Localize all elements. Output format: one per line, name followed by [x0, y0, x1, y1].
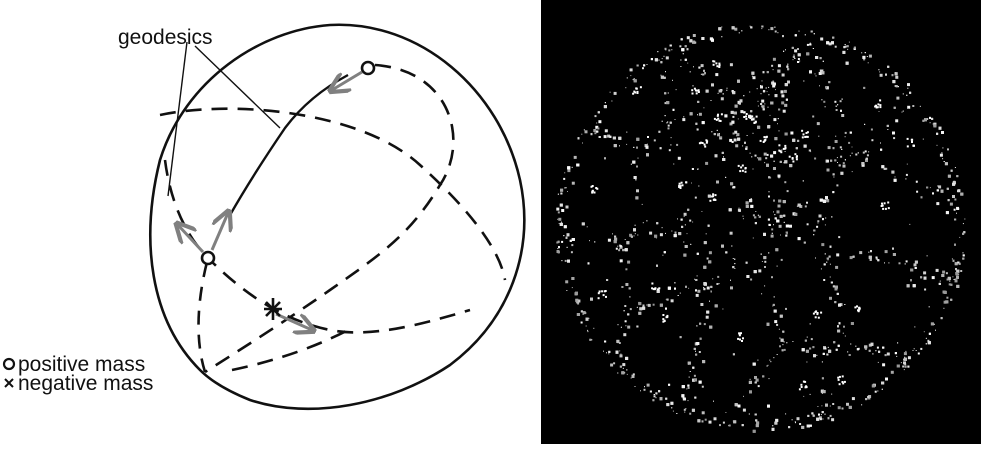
legend-negative-mass-icon [5, 379, 13, 387]
dashed-great-circle-lower [165, 160, 470, 332]
arrow-left-up-right [212, 213, 228, 250]
legend-positive-mass-icon [4, 359, 14, 369]
arrow-left-up-left [178, 225, 203, 252]
callout-line-1 [168, 42, 187, 196]
sphere-diagram: geodesics positive mass [0, 0, 541, 444]
positive-mass-marker-top [362, 62, 374, 74]
positive-mass-marker-left [202, 252, 214, 264]
dashed-left-arc [199, 258, 208, 372]
legend: positive mass negative mass [4, 353, 153, 395]
particle-simulation-image [541, 0, 981, 444]
particle-simulation-panel [541, 0, 981, 444]
geodesics-label: geodesics [118, 26, 213, 49]
negative-mass-marker [264, 298, 282, 320]
dashed-great-circle-vertical [205, 65, 453, 372]
sphere-diagram-panel: geodesics positive mass [0, 0, 541, 444]
legend-negative-mass-label: negative mass [18, 372, 153, 395]
dashed-back-arc [232, 328, 352, 370]
